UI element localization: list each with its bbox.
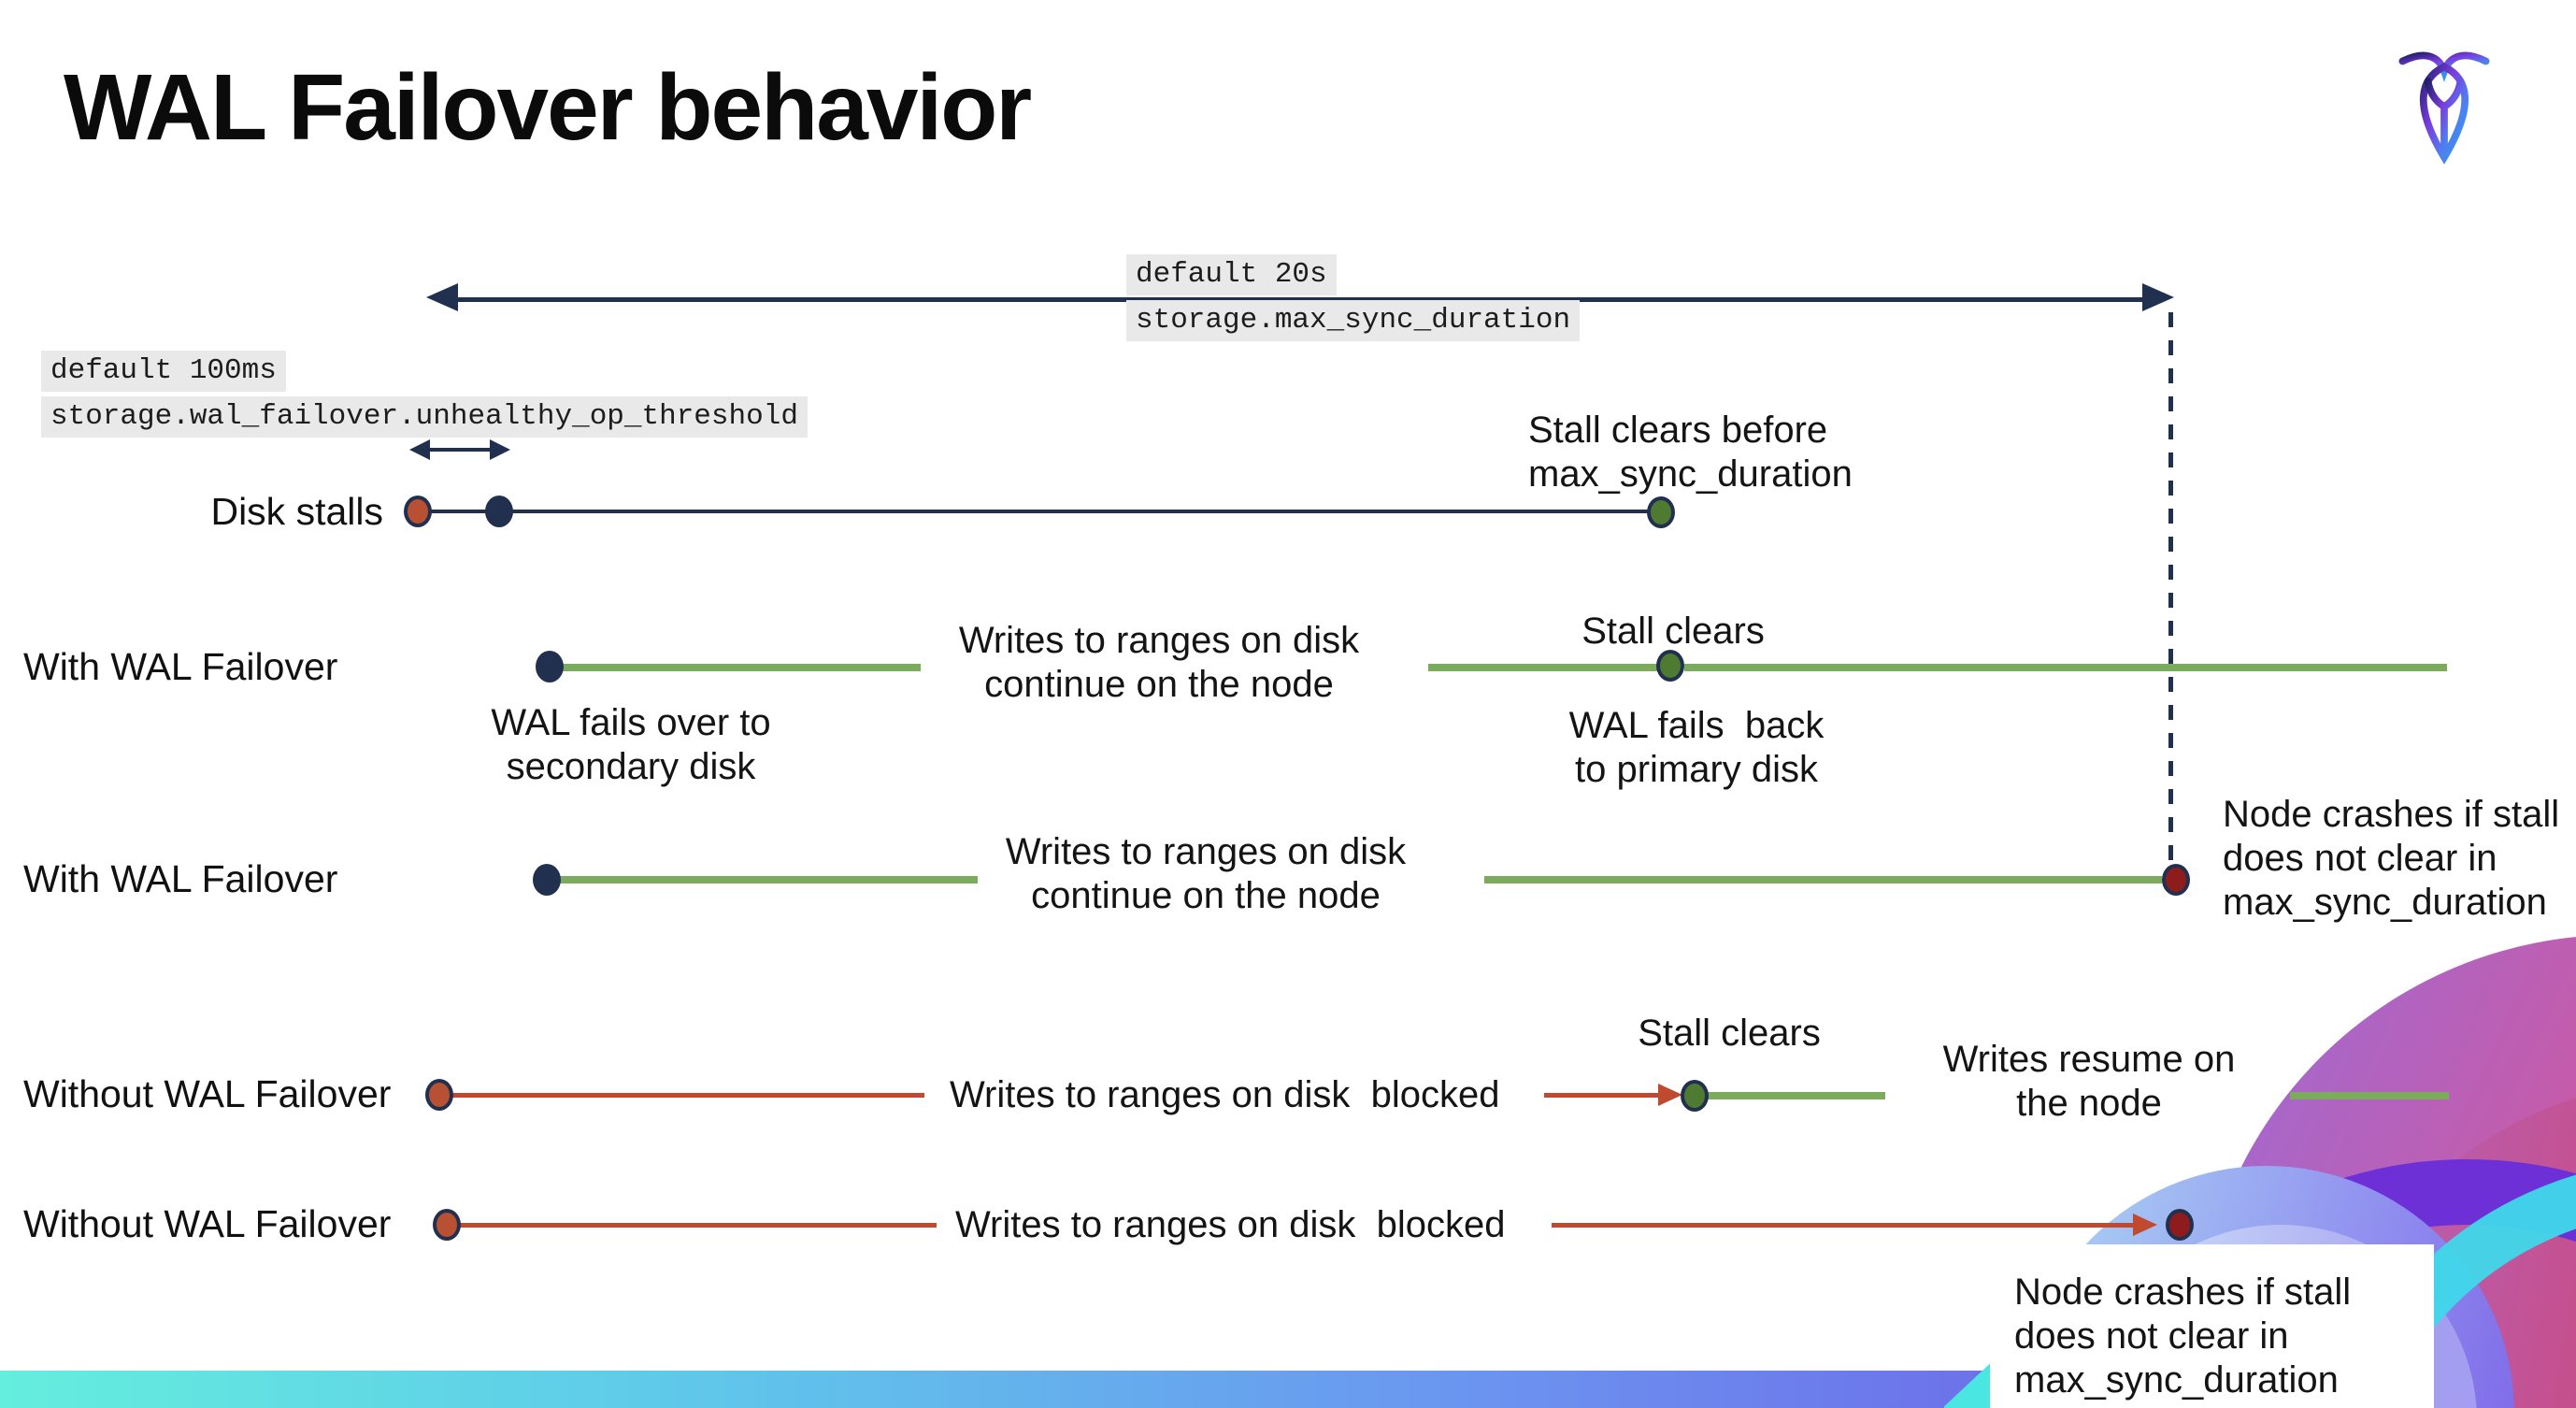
page-title: WAL Failover behavior xyxy=(64,55,1032,160)
stall-timeline-line xyxy=(418,510,1661,513)
writes-blocked-note: Writes to ranges on disk blocked xyxy=(955,1204,1506,1245)
max-sync-arrow-line xyxy=(456,297,2144,302)
writes-continue-line xyxy=(561,664,921,671)
disk-stall-start-dot xyxy=(404,496,432,527)
stall-clears-note: Stall clears xyxy=(1581,611,1765,652)
writes-continue-note: Writes to ranges on disk continue on the… xyxy=(1005,831,1407,916)
disk-stall-start-dot xyxy=(425,1079,453,1111)
max-sync-annotation: default 20s storage.max_sync_duration xyxy=(1126,254,1581,346)
writes-continue-line xyxy=(559,876,978,884)
writes-blocked-line xyxy=(1544,1093,1658,1098)
row-label: With WAL Failover xyxy=(23,645,338,688)
stall-clears-dot xyxy=(1647,496,1675,528)
stall-clears-note: Stall clears xyxy=(1638,1013,1821,1054)
threshold-arrow-line xyxy=(428,448,490,452)
writes-resume-note: Writes resume on the node xyxy=(1942,1039,2236,1124)
threshold-arrowhead-left-icon xyxy=(409,439,430,460)
row-label: Without WAL Failover xyxy=(23,1202,392,1245)
max-sync-setting-label: storage.max_sync_duration xyxy=(1126,300,1581,341)
writes-blocked-line xyxy=(452,1093,924,1098)
row-label: Disk stalls xyxy=(210,490,383,533)
writes-continue-line xyxy=(1684,664,2447,671)
writes-blocked-note: Writes to ranges on disk blocked xyxy=(950,1074,1500,1115)
failover-dot xyxy=(533,864,561,896)
node-crash-dot xyxy=(2166,1209,2194,1241)
cockroachdb-logo-glyph xyxy=(2398,51,2490,165)
failover-note: WAL fails over to secondary disk xyxy=(491,702,771,787)
threshold-arrowhead-right-icon xyxy=(490,439,510,460)
unhealthy-op-setting-label: storage.wal_failover.unhealthy_op_thresh… xyxy=(41,396,808,438)
red-arrowhead-icon xyxy=(2133,1214,2157,1236)
cockroachdb-logo xyxy=(2397,47,2491,165)
failback-note: WAL fails back to primary disk xyxy=(1568,705,1825,790)
arrowhead-left-icon xyxy=(426,283,458,311)
red-arrowhead-icon xyxy=(1658,1084,1682,1106)
failover-threshold-dot xyxy=(485,496,513,527)
failover-dot xyxy=(536,651,564,682)
row-label: Without WAL Failover xyxy=(23,1072,392,1115)
node-crash-note: Node crashes if stall does not clear in … xyxy=(2014,1272,2352,1401)
writes-continue-line xyxy=(1428,664,1660,671)
unhealthy-op-labels: default 100ms storage.wal_failover.unhea… xyxy=(41,351,808,442)
stall-clears-note: Stall clears before max_sync_duration xyxy=(1528,409,1853,495)
writes-resume-line xyxy=(1708,1092,1885,1099)
stall-clears-dot xyxy=(1656,650,1684,682)
max-sync-default-label: default 20s xyxy=(1126,254,1337,295)
max-sync-dashed-connector xyxy=(2168,312,2173,862)
row-label: With WAL Failover xyxy=(23,857,338,900)
disk-stall-start-dot xyxy=(433,1209,461,1241)
stall-clears-dot xyxy=(1681,1080,1709,1112)
node-crash-card: Node crashes if stall does not clear in … xyxy=(1990,1244,2434,1408)
node-crash-note: Node crashes if stall does not clear in … xyxy=(2223,794,2560,923)
node-crash-dot xyxy=(2162,864,2190,896)
unhealthy-op-default-label: default 100ms xyxy=(41,351,286,392)
writes-blocked-line xyxy=(1552,1223,2133,1228)
arrowhead-right-icon xyxy=(2142,283,2174,311)
writes-resume-line xyxy=(2290,1092,2449,1099)
writes-blocked-line xyxy=(460,1223,937,1228)
writes-continue-note: Writes to ranges on disk continue on the… xyxy=(958,620,1360,705)
writes-continue-line xyxy=(1484,876,2162,884)
